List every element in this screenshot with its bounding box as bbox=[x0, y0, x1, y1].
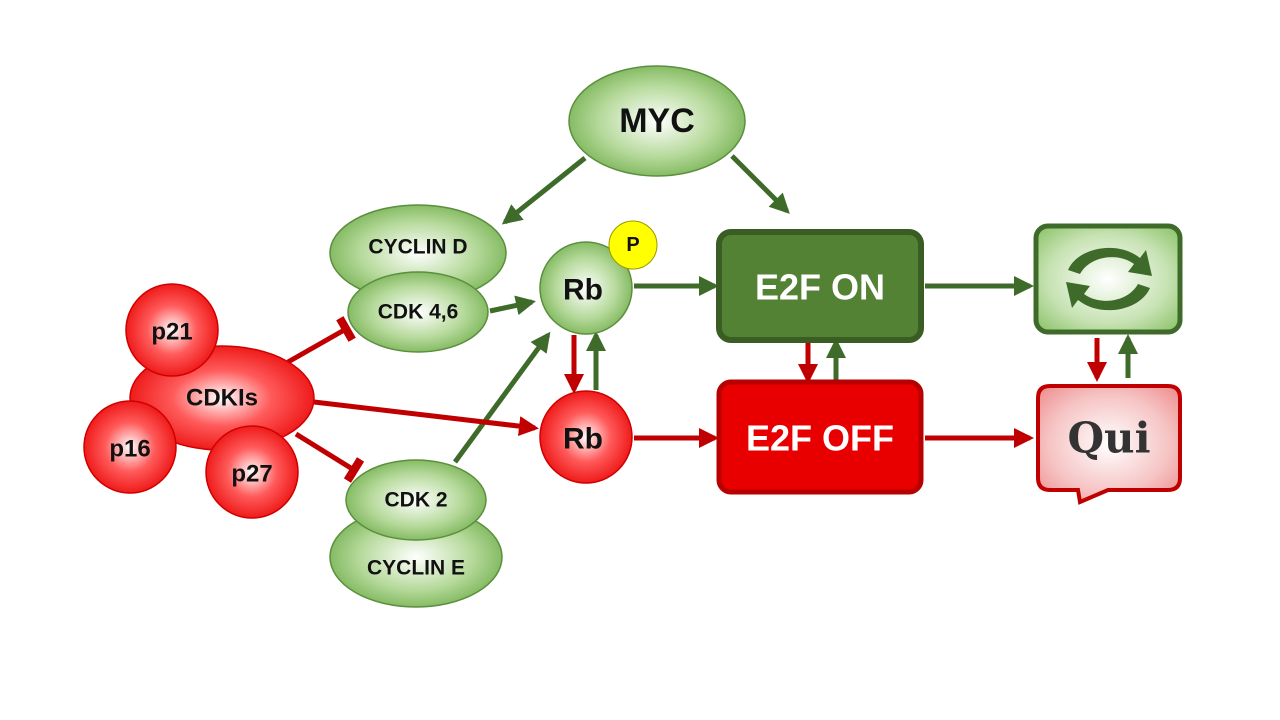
quiescence-label: Qui bbox=[1067, 414, 1150, 463]
cdk2-label: CDK 2 bbox=[384, 489, 447, 512]
cyclin-d-label: CYCLIN D bbox=[368, 236, 467, 259]
inhibit-cdkis-cdk46 bbox=[286, 316, 356, 365]
p27-label: p27 bbox=[231, 461, 272, 488]
myc-node: MYC bbox=[568, 65, 746, 177]
p21-node bbox=[125, 283, 219, 377]
quiescence-callout: Qui bbox=[1036, 384, 1182, 505]
rb-phos-node: Rb bbox=[539, 241, 633, 335]
e2f-off-box: E2F OFF bbox=[716, 379, 924, 495]
cdkis-label: CDKIs bbox=[186, 385, 258, 412]
cell-cycle-box bbox=[1033, 223, 1183, 335]
arrow-cdkis-to-rb bbox=[313, 399, 539, 437]
e2f-on-label: E2F ON bbox=[755, 267, 885, 308]
p16-label: p16 bbox=[109, 436, 150, 463]
connectors bbox=[286, 154, 1138, 483]
arrow-cdk46-to-rb bbox=[489, 295, 536, 316]
e2f-on-box: E2F ON bbox=[716, 229, 924, 343]
rb-phos-label: Rb bbox=[563, 274, 603, 307]
arrow-myc-to-e2f-on bbox=[730, 154, 790, 214]
phospho-badge: P bbox=[608, 220, 658, 270]
cdk46-label: CDK 4,6 bbox=[378, 301, 459, 324]
myc-label: MYC bbox=[619, 102, 695, 140]
cyclin-e-label: CYCLIN E bbox=[367, 557, 465, 580]
phospho-label: P bbox=[626, 234, 639, 256]
arrow-cdk2-to-rb bbox=[452, 331, 551, 464]
cdk2-node: CDK 2 bbox=[345, 459, 487, 541]
p21-label: p21 bbox=[151, 319, 192, 346]
e2f-off-label: E2F OFF bbox=[746, 418, 894, 459]
rb-node: Rb bbox=[539, 390, 633, 484]
rb-label: Rb bbox=[563, 423, 603, 456]
cdk46-node: CDK 4,6 bbox=[347, 271, 489, 353]
inhibit-cdkis-cdk2 bbox=[294, 431, 365, 483]
cdkis-cluster: CDKIs p21 p16 p27 bbox=[83, 283, 315, 519]
arrow-myc-to-cyclin-d bbox=[501, 156, 587, 225]
p27-node bbox=[205, 425, 299, 519]
cycle-arrows-icon bbox=[1066, 247, 1152, 311]
p16-node bbox=[83, 400, 177, 494]
